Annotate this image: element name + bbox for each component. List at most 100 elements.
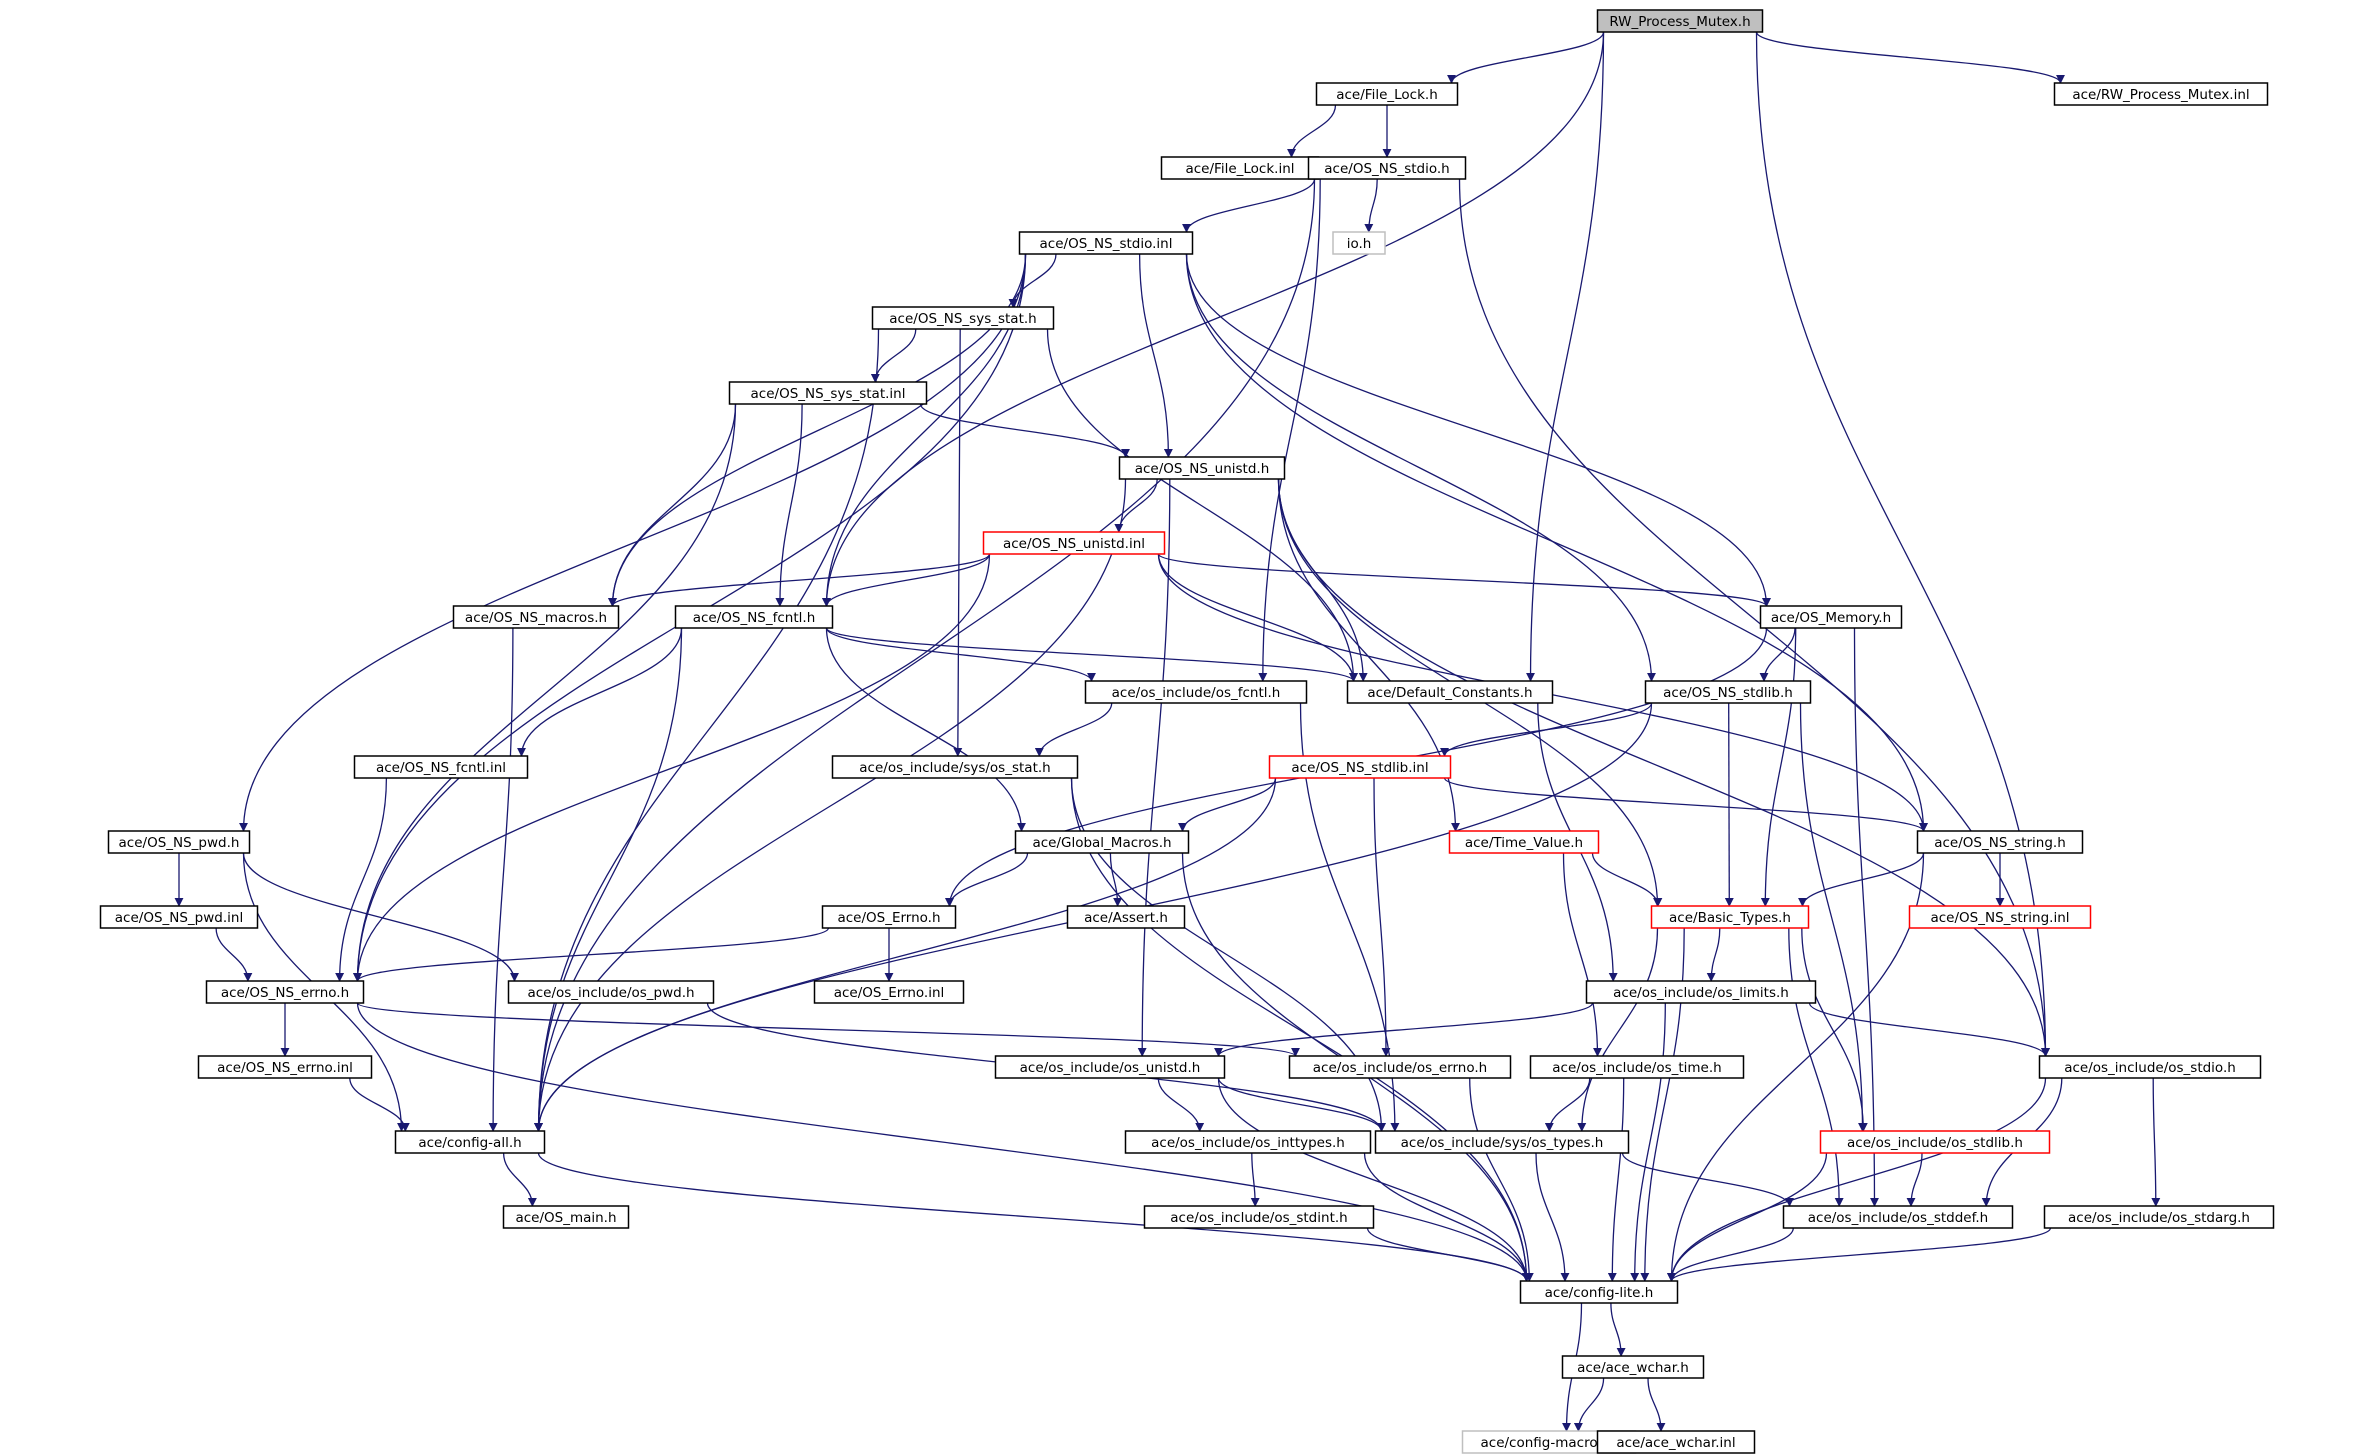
node-label: ace/config-all.h — [418, 1135, 521, 1151]
node-errno-h[interactable]: ace/OS_NS_errno.h — [205, 980, 365, 1004]
node-label: ace/os_include/os_stddef.h — [1808, 1210, 1988, 1226]
node-label: ace/config-lite.h — [1545, 1285, 1654, 1301]
node-errno-inl[interactable]: ace/OS_NS_errno.inl — [197, 1055, 373, 1079]
node-box — [1561, 1355, 1705, 1379]
node-default-constants-h[interactable]: ace/Default_Constants.h — [1346, 680, 1554, 704]
edge-unistd-h-to-default-constants-h — [1277, 478, 1368, 682]
edge-config-all-h-to-config-lite-h — [537, 1152, 1531, 1282]
edge-config-lite-h-to-ace-wchar-h — [1610, 1302, 1626, 1357]
node-os-ns-stdio-h[interactable]: ace/OS_NS_stdio.h — [1307, 156, 1467, 180]
edge-unistd-h-to-config-all-h — [534, 478, 1127, 1132]
node-config-lite-h[interactable]: ace/config-lite.h — [1519, 1280, 1679, 1304]
node-rw-inl[interactable]: ace/RW_Process_Mutex.inl — [2053, 82, 2269, 106]
node-os-errno-hdr[interactable]: ace/OS_Errno.h — [821, 905, 957, 929]
node-memory-h[interactable]: ace/OS_Memory.h — [1759, 605, 1903, 629]
node-fcntl-inl[interactable]: ace/OS_NS_fcntl.inl — [353, 755, 529, 779]
node-os-unistd-h[interactable]: ace/os_include/os_unistd.h — [994, 1055, 1226, 1079]
edge-sys-stat-inl-to-macros-h — [608, 403, 737, 607]
node-label: ace/OS_main.h — [515, 1210, 616, 1226]
node-sys-stat-h[interactable]: ace/OS_NS_sys_stat.h — [871, 306, 1055, 330]
node-label: ace/os_include/os_stdint.h — [1170, 1210, 1347, 1226]
node-unistd-h[interactable]: ace/OS_NS_unistd.h — [1118, 456, 1286, 480]
node-os-stdlib-h[interactable]: ace/os_include/os_stdlib.h — [1819, 1130, 2051, 1154]
node-os-ns-stdio-inl[interactable]: ace/OS_NS_stdio.inl — [1018, 231, 1194, 255]
edge-global-macros-h-to-assert-h — [1109, 852, 1123, 907]
node-basic-types-h[interactable]: ace/Basic_Types.h — [1650, 905, 1810, 929]
node-os-errno-inl[interactable]: ace/OS_Errno.inl — [813, 980, 965, 1004]
node-box — [99, 905, 259, 929]
edge-os-ns-stdio-inl-to-memory-h — [1185, 253, 1771, 607]
node-os-stdint-h[interactable]: ace/os_include/os_stdint.h — [1143, 1205, 1375, 1229]
node-box — [1759, 605, 1903, 629]
node-label: ace/Assert.h — [1084, 910, 1168, 926]
node-os-types-h[interactable]: ace/os_include/sys/os_types.h — [1374, 1130, 1630, 1154]
node-label: ace/os_include/os_limits.h — [1613, 985, 1789, 1001]
node-os-errno-h[interactable]: ace/os_include/os_errno.h — [1288, 1055, 1512, 1079]
node-box — [1118, 456, 1286, 480]
edge-errno-h-to-os-errno-h — [356, 1002, 1300, 1057]
node-label: ace/os_include/os_fcntl.h — [1112, 685, 1281, 701]
node-label: ace/Global_Macros.h — [1032, 835, 1171, 851]
edge-stdlib-inl-to-config-all-h — [534, 777, 1277, 1132]
node-label: ace/ace_wchar.inl — [1616, 1435, 1735, 1451]
node-label: ace/OS_NS_pwd.inl — [115, 910, 243, 926]
edge-time-value-h-to-basic-types-h — [1591, 852, 1663, 907]
node-os-time-h[interactable]: ace/os_include/os_time.h — [1529, 1055, 1745, 1079]
node-box — [205, 980, 365, 1004]
node-macros-h[interactable]: ace/OS_NS_macros.h — [452, 605, 620, 629]
edge-root-to-os-stdio-h — [1755, 31, 2050, 1057]
node-label: ace/OS_Errno.inl — [834, 985, 945, 1001]
node-label: ace/OS_NS_pwd.h — [119, 835, 240, 851]
node-label: ace/os_include/os_stdarg.h — [2068, 1210, 2250, 1226]
edge-unistd-h-to-unistd-inl — [1114, 478, 1158, 533]
node-label: ace/os_include/os_inttypes.h — [1151, 1135, 1345, 1151]
node-fcntl-h[interactable]: ace/OS_NS_fcntl.h — [674, 605, 834, 629]
edge-os-unistd-h-to-os-inttypes-h — [1157, 1077, 1205, 1132]
node-file-lock-inl[interactable]: ace/File_Lock.inl — [1160, 156, 1320, 180]
node-box — [107, 830, 251, 854]
node-os-stdarg-h[interactable]: ace/os_include/os_stdarg.h — [2043, 1205, 2275, 1229]
edge-os-ns-stdio-inl-to-pwd-h — [239, 253, 1027, 832]
node-root[interactable]: RW_Process_Mutex.h — [1596, 9, 1764, 33]
node-unistd-inl[interactable]: ace/OS_NS_unistd.inl — [982, 531, 1166, 555]
node-file-lock-h[interactable]: ace/File_Lock.h — [1315, 82, 1459, 106]
node-label: ace/config-macros.h — [1481, 1435, 1618, 1451]
node-global-macros-h[interactable]: ace/Global_Macros.h — [1014, 830, 1190, 854]
edge-sys-stat-inl-to-fcntl-h — [775, 403, 803, 607]
edge-os-inttypes-h-to-config-lite-h — [1363, 1152, 1531, 1282]
node-box — [2038, 1055, 2262, 1079]
node-pwd-h[interactable]: ace/OS_NS_pwd.h — [107, 830, 251, 854]
node-ace-wchar-h[interactable]: ace/ace_wchar.h — [1561, 1355, 1705, 1379]
node-string-inl[interactable]: ace/OS_NS_string.inl — [1908, 905, 2092, 929]
node-label: ace/os_include/os_time.h — [1552, 1060, 1721, 1076]
edge-string-h-to-basic-types-h — [1798, 852, 1925, 907]
node-box — [1596, 1430, 1756, 1454]
node-os-stddef-h[interactable]: ace/os_include/os_stddef.h — [1782, 1205, 2014, 1229]
node-assert-h[interactable]: ace/Assert.h — [1066, 905, 1186, 929]
node-os-pwd-h[interactable]: ace/os_include/os_pwd.h — [507, 980, 715, 1004]
node-os-inttypes-h[interactable]: ace/os_include/os_inttypes.h — [1124, 1130, 1372, 1154]
node-ace-wchar-inl[interactable]: ace/ace_wchar.inl — [1596, 1430, 1756, 1454]
node-string-h[interactable]: ace/OS_NS_string.h — [1916, 830, 2084, 854]
edge-file-lock-h-to-file-lock-inl — [1287, 104, 1337, 158]
node-os-main-h[interactable]: ace/OS_main.h — [502, 1205, 630, 1229]
node-config-macros-h[interactable]: ace/config-macros.h — [1461, 1430, 1637, 1454]
node-stdlib-inl[interactable]: ace/OS_NS_stdlib.inl — [1268, 755, 1452, 779]
node-box — [507, 980, 715, 1004]
node-config-all-h[interactable]: ace/config-all.h — [394, 1130, 546, 1154]
edge-stdlib-h-to-os-stdlib-h — [1799, 702, 1867, 1132]
edge-os-types-h-to-config-lite-h — [1535, 1152, 1570, 1282]
node-time-value-h[interactable]: ace/Time_Value.h — [1448, 830, 1600, 854]
node-stdlib-h[interactable]: ace/OS_NS_stdlib.h — [1644, 680, 1812, 704]
node-sys-stat-inl[interactable]: ace/OS_NS_sys_stat.inl — [728, 381, 928, 405]
node-os-stdio-h[interactable]: ace/os_include/os_stdio.h — [2038, 1055, 2262, 1079]
node-pwd-inl[interactable]: ace/OS_NS_pwd.inl — [99, 905, 259, 929]
edge-os-ns-stdio-h-to-os-ns-stdio-inl — [1182, 178, 1316, 233]
node-label: ace/OS_NS_errno.h — [221, 985, 349, 1001]
node-os-fcntl-h[interactable]: ace/os_include/os_fcntl.h — [1084, 680, 1308, 704]
node-box — [1268, 755, 1452, 779]
node-os-stat-h[interactable]: ace/os_include/sys/os_stat.h — [831, 755, 1079, 779]
edge-os-stdlib-h-to-config-lite-h — [1667, 1152, 1828, 1282]
node-io-h[interactable]: io.h — [1332, 231, 1386, 255]
node-os-limits-h[interactable]: ace/os_include/os_limits.h — [1585, 980, 1817, 1004]
